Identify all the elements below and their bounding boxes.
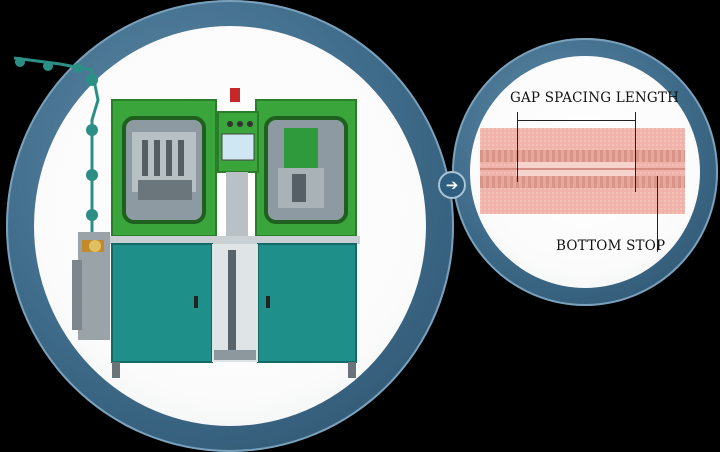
feed-rail [13,56,100,240]
zipper-closeup [480,128,685,214]
side-mechanism [72,232,110,340]
arrow-right-icon: ➔ [445,176,459,194]
control-panel [217,88,259,236]
upper-housing-left [111,99,217,237]
gap-tick-left [517,112,518,182]
arrow-right-button[interactable]: ➔ [438,171,466,199]
upper-housing-right [255,99,357,237]
gap-spacing-length-label: GAP SPACING LENGTH [510,90,680,106]
bottom-stop-label: BOTTOM STOP [556,238,666,254]
frame-beam [110,236,360,244]
gap-tick-right [635,112,636,192]
stop-pointer-line [657,176,658,252]
lower-cabinets [111,243,357,378]
gap-dimension-line [518,120,636,121]
